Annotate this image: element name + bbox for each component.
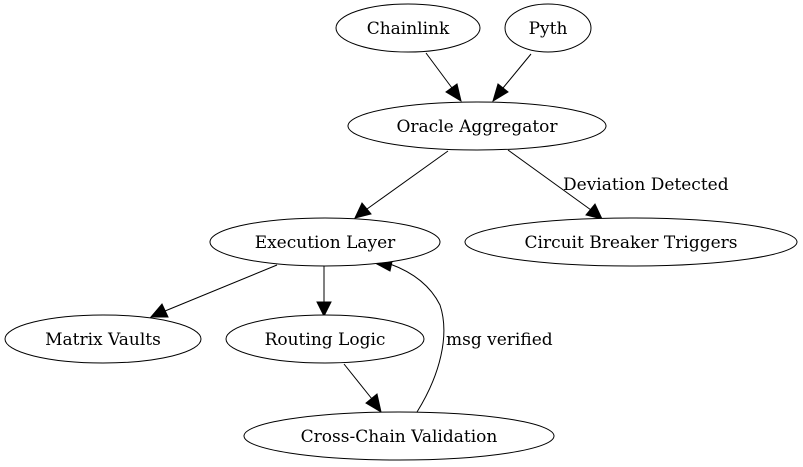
node-circuit-breaker-triggers[interactable]: Circuit Breaker Triggers (464, 217, 798, 267)
edge-pyth-oracle (492, 53, 532, 103)
edge-chainlink-oracle (425, 52, 462, 103)
node-oracle-aggregator[interactable]: Oracle Aggregator (347, 101, 607, 151)
node-label-routing-logic: Routing Logic (265, 330, 386, 350)
node-cross-chain-validation[interactable]: Cross-Chain Validation (243, 411, 555, 461)
edge-label-deviation-detected: Deviation Detected (563, 175, 729, 195)
node-label-execution-layer: Execution Layer (255, 233, 396, 253)
node-label-matrix-vaults: Matrix Vaults (45, 330, 161, 350)
edge-routing-cross-chain (343, 363, 382, 414)
node-label-oracle-aggregator: Oracle Aggregator (396, 117, 558, 137)
edge-execution-routing (316, 266, 332, 318)
edge-oracle-execution (354, 150, 449, 219)
node-pyth[interactable]: Pyth (504, 3, 592, 53)
node-label-pyth: Pyth (529, 19, 568, 39)
node-chainlink[interactable]: Chainlink (335, 3, 481, 53)
node-execution-layer[interactable]: Execution Layer (209, 217, 441, 267)
edge-label-msg-verified: msg verified (446, 330, 553, 350)
edge-execution-matrix-vaults (149, 264, 278, 318)
node-label-circuit-breaker: Circuit Breaker Triggers (525, 233, 738, 253)
node-routing-logic[interactable]: Routing Logic (225, 314, 425, 364)
node-matrix-vaults[interactable]: Matrix Vaults (4, 314, 202, 364)
node-label-cross-chain-validation: Cross-Chain Validation (301, 427, 498, 447)
node-label-chainlink: Chainlink (367, 19, 450, 39)
edge-oracle-circuit-breaker (507, 149, 603, 220)
